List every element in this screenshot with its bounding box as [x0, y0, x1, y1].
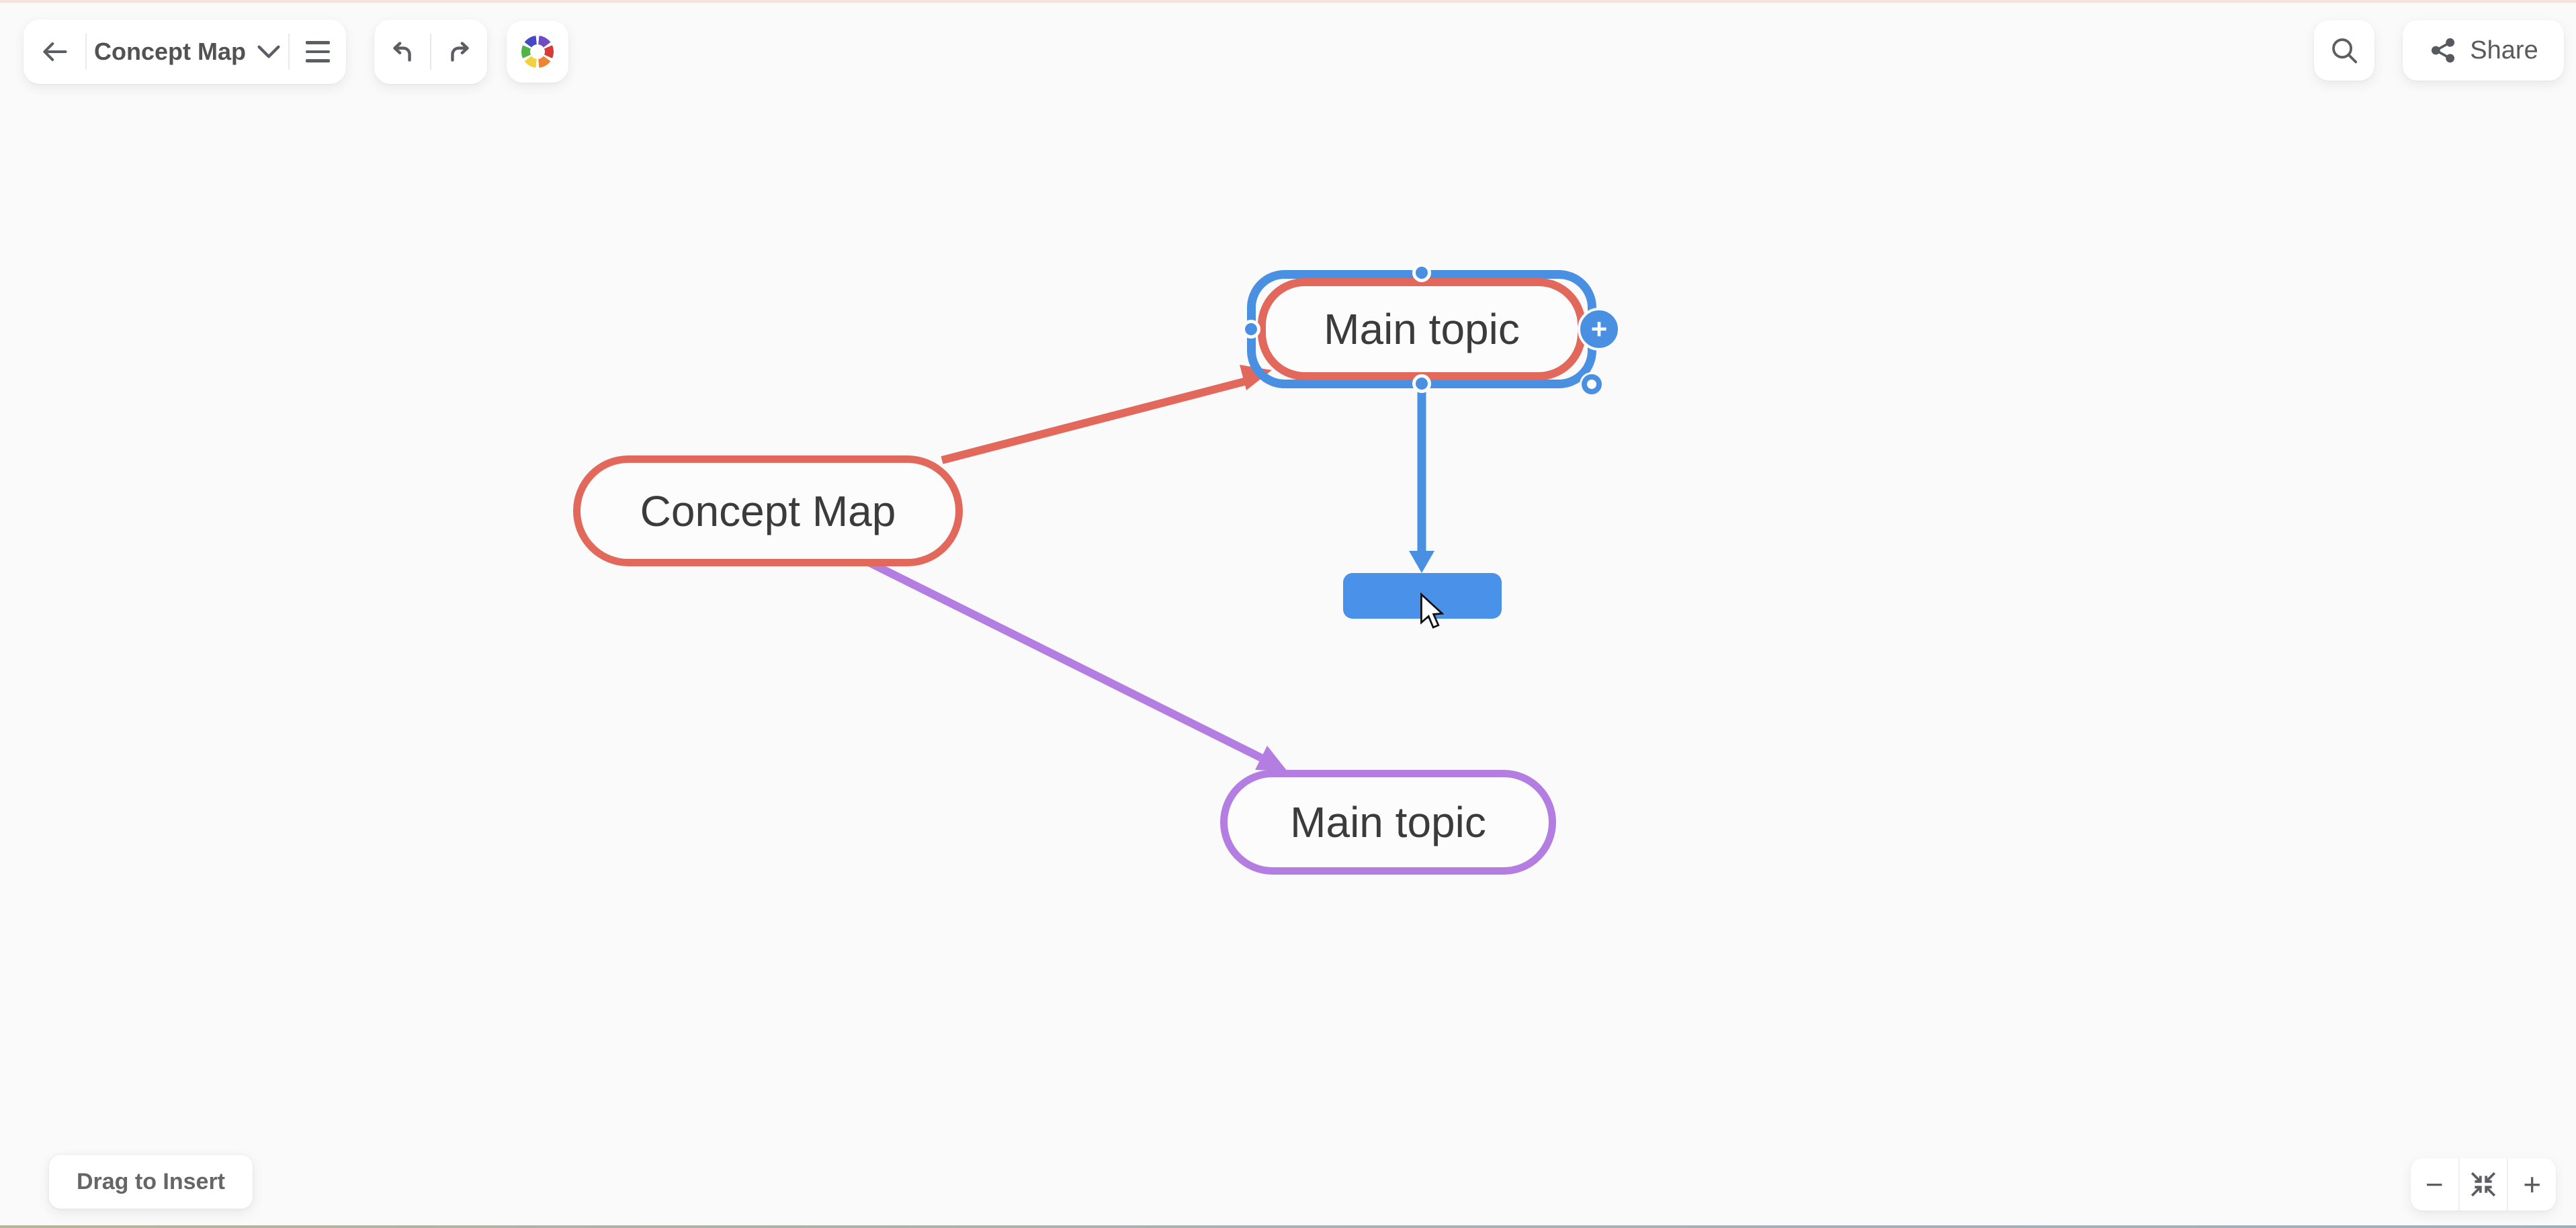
- share-button-label: Share: [2470, 36, 2538, 64]
- connector-root-to-purple[interactable]: [861, 556, 1287, 771]
- menu-button[interactable]: [290, 19, 346, 84]
- chevron-down-icon: [257, 44, 281, 59]
- zoom-out-button[interactable]: −: [2411, 1158, 2458, 1211]
- node-new-preview[interactable]: [1343, 573, 1502, 619]
- node-main-topic-selected[interactable]: Main topic: [1258, 278, 1586, 380]
- share-button[interactable]: Share: [2403, 20, 2564, 81]
- search-button[interactable]: [2314, 20, 2374, 81]
- node-label: Main topic: [1290, 798, 1486, 846]
- connector-selected-to-new[interactable]: [1409, 380, 1434, 573]
- add-child-button[interactable]: +: [1578, 308, 1621, 351]
- node-concept-map[interactable]: Concept Map: [573, 455, 963, 566]
- zoom-divider: [2458, 1158, 2460, 1211]
- hamburger-menu-icon: [306, 41, 330, 62]
- plus-icon: +: [1590, 313, 1608, 345]
- toolbar-main: Concept Map: [24, 19, 346, 84]
- node-main-topic-purple[interactable]: Main topic: [1220, 770, 1556, 875]
- selection-handle-resize[interactable]: [1582, 374, 1602, 394]
- drag-to-insert-handle[interactable]: Drag to Insert: [48, 1154, 253, 1209]
- node-label: Concept Map: [640, 486, 896, 535]
- selection-handle-left[interactable]: [1242, 320, 1260, 339]
- toolbar-history: [374, 19, 487, 84]
- undo-icon: [387, 36, 418, 67]
- toolbar-divider: [85, 34, 87, 70]
- redo-icon: [444, 36, 475, 67]
- zoom-in-button[interactable]: +: [2508, 1158, 2556, 1211]
- connector-root-to-selected[interactable]: [941, 365, 1272, 464]
- node-label: Main topic: [1324, 305, 1520, 353]
- share-icon: [2428, 36, 2458, 65]
- selection-handle-bottom[interactable]: [1412, 374, 1431, 393]
- drag-to-insert-label: Drag to Insert: [76, 1168, 226, 1194]
- search-icon: [2329, 35, 2360, 66]
- toolbar-divider: [430, 34, 431, 70]
- top-edge-line: [0, 0, 2576, 3]
- bottom-edge-line: [0, 1225, 2576, 1228]
- fit-to-screen-icon: [2469, 1170, 2497, 1198]
- toolbar-divider: [288, 34, 290, 70]
- zoom-divider: [2507, 1158, 2509, 1211]
- document-title: Concept Map: [93, 38, 246, 65]
- fit-to-screen-button[interactable]: [2460, 1158, 2507, 1211]
- selection-handle-top[interactable]: [1412, 263, 1431, 282]
- plus-icon: +: [2523, 1167, 2542, 1202]
- color-wheel-logo-icon: [521, 36, 554, 68]
- zoom-controls: − +: [2411, 1158, 2556, 1211]
- back-arrow-icon: [40, 37, 69, 67]
- app-logo-button[interactable]: [507, 21, 568, 83]
- document-title-dropdown[interactable]: Concept Map: [87, 19, 288, 84]
- back-button[interactable]: [24, 19, 85, 84]
- undo-button[interactable]: [374, 19, 430, 84]
- minus-icon: −: [2425, 1167, 2444, 1202]
- redo-button[interactable]: [431, 19, 487, 84]
